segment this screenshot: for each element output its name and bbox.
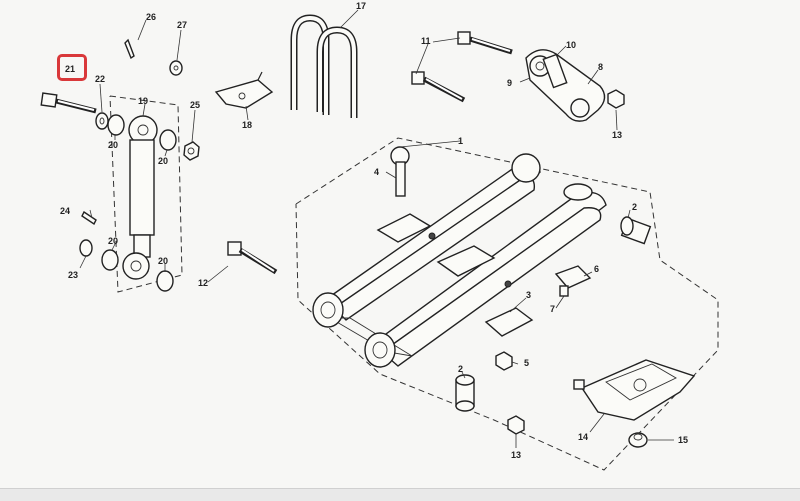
u-bolts-17 xyxy=(290,14,358,118)
bolts-11 xyxy=(411,31,513,103)
pad-3 xyxy=(484,307,534,337)
callout-3: 3 xyxy=(526,290,531,300)
callout-26: 26 xyxy=(146,12,156,22)
callout-18: 18 xyxy=(242,120,252,130)
leaf-spring-group xyxy=(295,137,719,471)
shock-absorber-group xyxy=(40,92,200,293)
bolt-21 xyxy=(40,92,97,114)
nut-13-bottom xyxy=(507,415,525,435)
callout-25: 25 xyxy=(190,100,200,110)
callout-20-d: 20 xyxy=(158,256,168,266)
callout-4: 4 xyxy=(374,167,379,177)
callout-21: 21 xyxy=(65,64,75,74)
callout-1: 1 xyxy=(458,136,463,146)
pad-upper xyxy=(376,213,432,243)
leader-lines xyxy=(79,9,674,448)
shackle-assembly xyxy=(525,49,606,122)
callout-7: 7 xyxy=(550,304,555,314)
callout-2-right: 2 xyxy=(632,202,637,212)
bushing-20-bottom-right xyxy=(156,270,174,292)
callout-9: 9 xyxy=(507,78,512,88)
bushing-2-bottom xyxy=(455,374,475,412)
cotter-pin-26 xyxy=(124,38,135,60)
selected-callout-highlight[interactable] xyxy=(57,54,87,81)
bushing-20-top-left xyxy=(107,114,125,136)
nut-13-top xyxy=(607,89,625,109)
washer-23 xyxy=(79,239,93,257)
callout-15: 15 xyxy=(678,435,688,445)
callout-19: 19 xyxy=(138,96,148,106)
callout-11: 11 xyxy=(421,36,431,46)
clip-6 xyxy=(554,265,592,297)
nut-25 xyxy=(183,141,200,161)
callout-27: 27 xyxy=(177,20,187,30)
callout-14: 14 xyxy=(578,432,588,442)
callout-labels: 26 27 21 22 19 25 20 20 18 17 11 10 9 8 … xyxy=(60,1,688,460)
shock-absorber-19 xyxy=(122,115,158,280)
callout-12: 12 xyxy=(198,278,208,288)
callout-13-bottom: 13 xyxy=(511,450,521,460)
bushing-20-bottom-left xyxy=(101,249,119,271)
pad-middle xyxy=(436,245,496,277)
nut-5 xyxy=(495,351,513,371)
callout-10: 10 xyxy=(566,40,576,50)
callout-8: 8 xyxy=(598,62,603,72)
cotter-pin-24 xyxy=(81,210,97,226)
bracket-18 xyxy=(214,71,274,109)
callout-23: 23 xyxy=(68,270,78,280)
plate-14 xyxy=(573,359,696,421)
callout-22: 22 xyxy=(95,74,105,84)
callout-13-top: 13 xyxy=(612,130,622,140)
bushing-20-top-right xyxy=(159,129,177,151)
callout-17: 17 xyxy=(356,1,366,11)
callout-6: 6 xyxy=(594,264,599,274)
bolt-4 xyxy=(390,146,410,197)
callout-20-b: 20 xyxy=(158,156,168,166)
bushing-2-right xyxy=(620,216,652,245)
washer-27 xyxy=(169,60,183,76)
bolt-12 xyxy=(227,241,278,275)
callout-2-bottom: 2 xyxy=(458,364,463,374)
nut-15 xyxy=(628,432,648,448)
callout-5: 5 xyxy=(524,358,529,368)
callout-20-a: 20 xyxy=(108,140,118,150)
callout-24: 24 xyxy=(60,206,70,216)
bottom-edge-strip xyxy=(0,488,800,501)
washer-22 xyxy=(95,112,109,130)
callout-20-c: 20 xyxy=(108,236,118,246)
